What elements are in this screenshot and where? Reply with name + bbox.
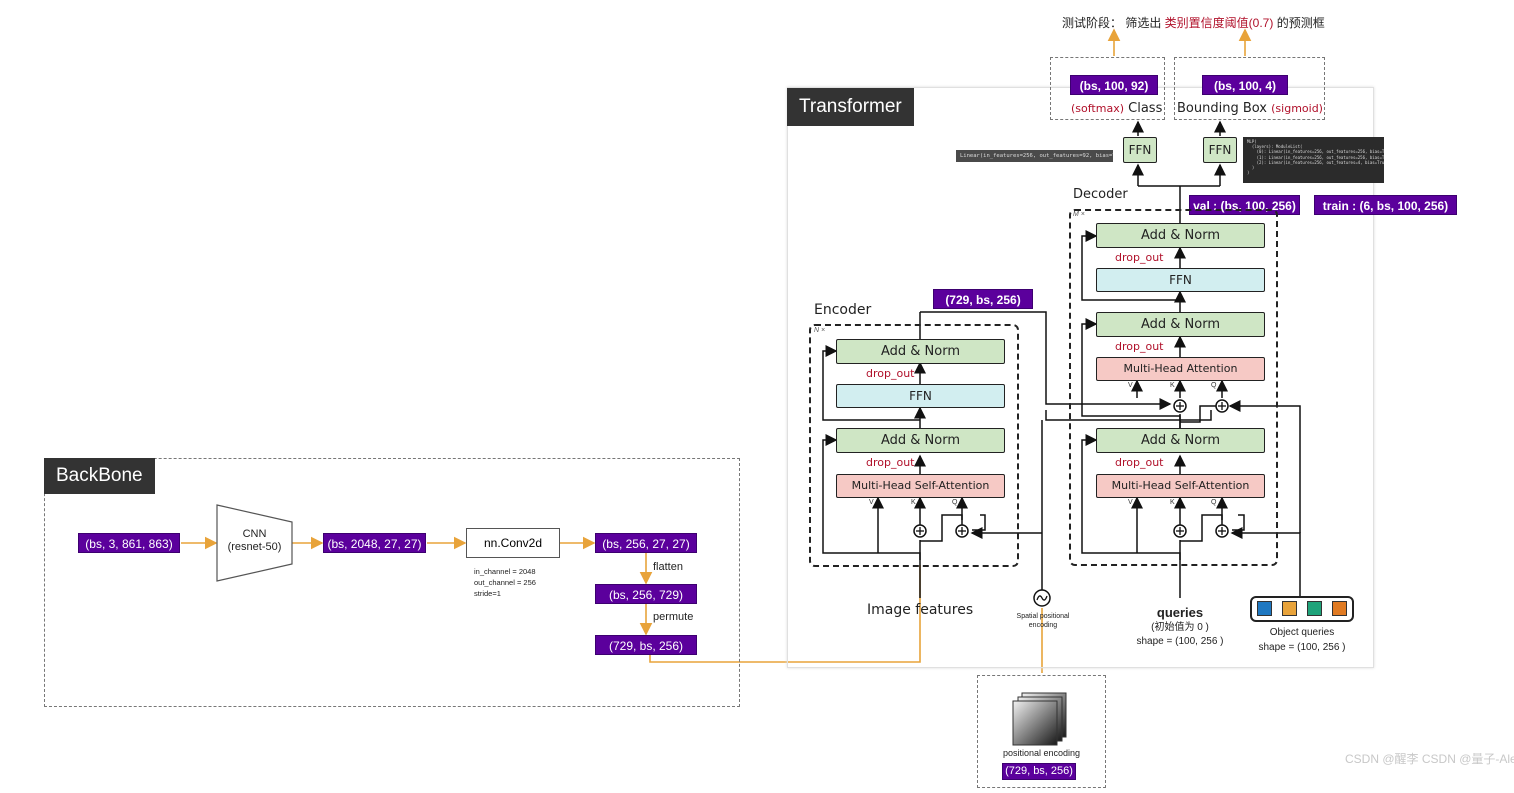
train-shape-tag: train : (6, bs, 100, 256) (1314, 195, 1457, 215)
encoder-frame (809, 324, 1019, 567)
flatten-shape-tag: (bs, 256, 729) (595, 584, 697, 604)
decoder-dropout-3: drop_out (1115, 251, 1164, 264)
threshold-highlight: 类别置信度阈值(0.7) (1164, 16, 1274, 30)
queries-shape: shape = (100, 256 ) (1136, 636, 1224, 647)
object-query-4 (1332, 601, 1347, 616)
encoder-add-norm-2: Add & Norm (836, 339, 1005, 364)
conv-param-in: in_channel = 2048 (474, 567, 536, 576)
encoder-label: Encoder (814, 302, 872, 318)
cross-attn-q: Q (1211, 382, 1217, 389)
conv2d-params: in_channel = 2048 out_channel = 256 stri… (474, 566, 536, 599)
decoder-self-attention: Multi-Head Self-Attention (1096, 474, 1265, 498)
object-query-3 (1307, 601, 1322, 616)
object-queries-shape: shape = (100, 256 ) (1258, 642, 1346, 653)
decoder-cross-attention: Multi-Head Attention (1096, 357, 1265, 381)
encoder-dropout-2: drop_out (866, 367, 915, 380)
object-queries-box (1250, 596, 1354, 622)
class-head-frame (1050, 57, 1165, 120)
box-shape-tag: (bs, 100, 4) (1202, 75, 1288, 95)
class-shape-tag: (bs, 100, 92) (1070, 75, 1158, 95)
box-head-label: Bounding Box (sigmoid) (1177, 101, 1323, 116)
decoder-add-norm-1: Add & Norm (1096, 428, 1265, 453)
class-ffn-block: FFN (1123, 137, 1157, 163)
cnn-model-label: (resnet-50) (227, 541, 282, 553)
watermark: CSDN @醒李 CSDN @量子-Alex (1345, 752, 1514, 766)
decoder-repeat: M × (1073, 211, 1085, 218)
cnn-block: CNN (resnet-50) (217, 528, 292, 554)
positional-encoding-shape: (729, bs, 256) (1002, 763, 1076, 780)
positional-encoding-frame (977, 675, 1106, 788)
conv-param-out: out_channel = 256 (474, 578, 536, 587)
box-ffn-block: FFN (1203, 137, 1237, 163)
decoder-add-norm-3: Add & Norm (1096, 223, 1265, 248)
flatten-label: flatten (653, 561, 683, 573)
queries-label: queries (1156, 605, 1204, 620)
bounding-box-label: Bounding Box (1177, 101, 1272, 116)
test-phase-suffix: 的预测框 (1273, 16, 1325, 30)
encoder-repeat: N × (814, 327, 826, 334)
decoder-add-norm-2: Add & Norm (1096, 312, 1265, 337)
softmax-label: (softmax) (1071, 102, 1125, 115)
queries-block: queries (初始值为 0 ) shape = (100, 256 ) (1130, 604, 1230, 649)
object-queries-label: Object queries (1269, 627, 1335, 638)
decoder-frame (1069, 209, 1278, 566)
cross-attn-k: K (1170, 382, 1175, 389)
encoder-dropout-1: drop_out (866, 456, 915, 469)
test-phase-prefix: 测试阶段： 筛选出 (1062, 16, 1165, 30)
spatial-pe-line1: Spatial positional (1016, 613, 1070, 620)
queries-init: (初始值为 0 ) (1151, 622, 1209, 633)
decoder-dropout-1: drop_out (1115, 456, 1164, 469)
positional-encoding-label: positional encoding (1002, 748, 1081, 758)
mlp-code: MLP( (layers): ModuleList( (0): Linear(i… (1243, 137, 1384, 183)
decoder-label: Decoder (1073, 187, 1128, 202)
conv-param-stride: stride=1 (474, 589, 501, 598)
backbone-frame (44, 458, 740, 707)
image-features-label: Image features (867, 602, 974, 618)
encoder-self-attention: Multi-Head Self-Attention (836, 474, 1005, 498)
backbone-title: BackBone (44, 458, 155, 494)
cnn-output-tag: (bs, 2048, 27, 27) (323, 533, 426, 553)
object-query-2 (1282, 601, 1297, 616)
input-shape-tag: (bs, 3, 861, 863) (78, 533, 180, 553)
permute-shape-tag: (729, bs, 256) (595, 635, 697, 655)
transformer-title: Transformer (787, 88, 914, 126)
test-phase-note: 测试阶段： 筛选出 类别置信度阈值(0.7) 的预测框 (1062, 14, 1325, 31)
conv2d-block: nn.Conv2d (466, 528, 560, 558)
spatial-pe-label: Spatial positional encoding (1003, 612, 1083, 630)
cross-attn-v: V (1128, 382, 1133, 389)
linear-note: Linear(in_features=256, out_features=92,… (956, 150, 1113, 162)
conv-output-tag: (bs, 256, 27, 27) (595, 533, 697, 553)
permute-label: permute (653, 611, 694, 623)
class-label: Class (1124, 101, 1163, 116)
encoder-add-norm-1: Add & Norm (836, 428, 1005, 453)
enc-self-attn-k: K (911, 499, 916, 506)
cnn-label: CNN (242, 528, 267, 540)
enc-self-attn-q: Q (952, 499, 958, 506)
spatial-pe-line2: encoding (1028, 622, 1058, 629)
box-head-frame (1174, 57, 1325, 120)
dec-self-attn-q: Q (1211, 499, 1217, 506)
enc-self-attn-v: V (869, 499, 874, 506)
encoder-ffn: FFN (836, 384, 1005, 408)
dec-self-attn-v: V (1128, 499, 1133, 506)
decoder-dropout-2: drop_out (1115, 340, 1164, 353)
decoder-ffn: FFN (1096, 268, 1265, 292)
class-head-label: (softmax) Class (1071, 101, 1162, 116)
memory-shape-tag: (729, bs, 256) (933, 289, 1033, 309)
sigmoid-label: (sigmoid) (1271, 102, 1323, 115)
dec-self-attn-k: K (1170, 499, 1175, 506)
object-queries-text: Object queries shape = (100, 256 ) (1252, 625, 1352, 655)
object-query-1 (1257, 601, 1272, 616)
